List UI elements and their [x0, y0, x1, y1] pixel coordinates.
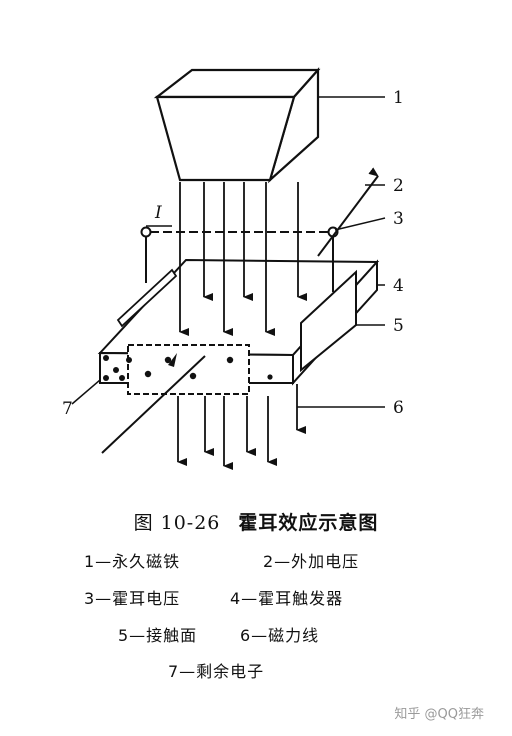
callout-4: 4: [393, 276, 404, 296]
current-label: I: [154, 203, 162, 223]
callout-3: 3: [393, 209, 404, 229]
callout-leaders: [71, 96, 386, 408]
current-arrow: [317, 167, 379, 257]
legend-item-1: 1—永久磁铁: [84, 552, 181, 571]
legend-item-7: 7—剩余电子: [168, 662, 265, 681]
hall-effect-diagram: I 1 2 3 4 5 6 7: [62, 67, 404, 470]
figure-caption: 图 10-26 霍耳效应示意图: [0, 508, 512, 535]
callout-2: 2: [393, 176, 404, 196]
callout-6: 6: [393, 398, 404, 418]
figure-number: 图 10-26: [133, 512, 221, 534]
residual-electrons: [103, 344, 273, 395]
legend-item-4: 4—霍耳触发器: [230, 589, 344, 608]
legend-item-6: 6—磁力线: [240, 626, 320, 645]
callout-1: 1: [393, 88, 404, 108]
current-tail: [101, 355, 206, 454]
callout-5: 5: [393, 316, 404, 336]
magnetic-field-lines: [177, 182, 307, 470]
legend-item-2: 2—外加电压: [263, 552, 360, 571]
legend-item-3: 3—霍耳电压: [84, 589, 181, 608]
left-contact-plate: [116, 268, 178, 328]
callout-7: 7: [62, 399, 73, 419]
watermark: 知乎 @QQ狂奔: [394, 707, 484, 722]
legend-item-5: 5—接触面: [118, 626, 198, 645]
figure-title: 霍耳效应示意图: [238, 512, 379, 534]
current-arrowhead: [168, 353, 177, 367]
permanent-magnet: [153, 67, 321, 184]
